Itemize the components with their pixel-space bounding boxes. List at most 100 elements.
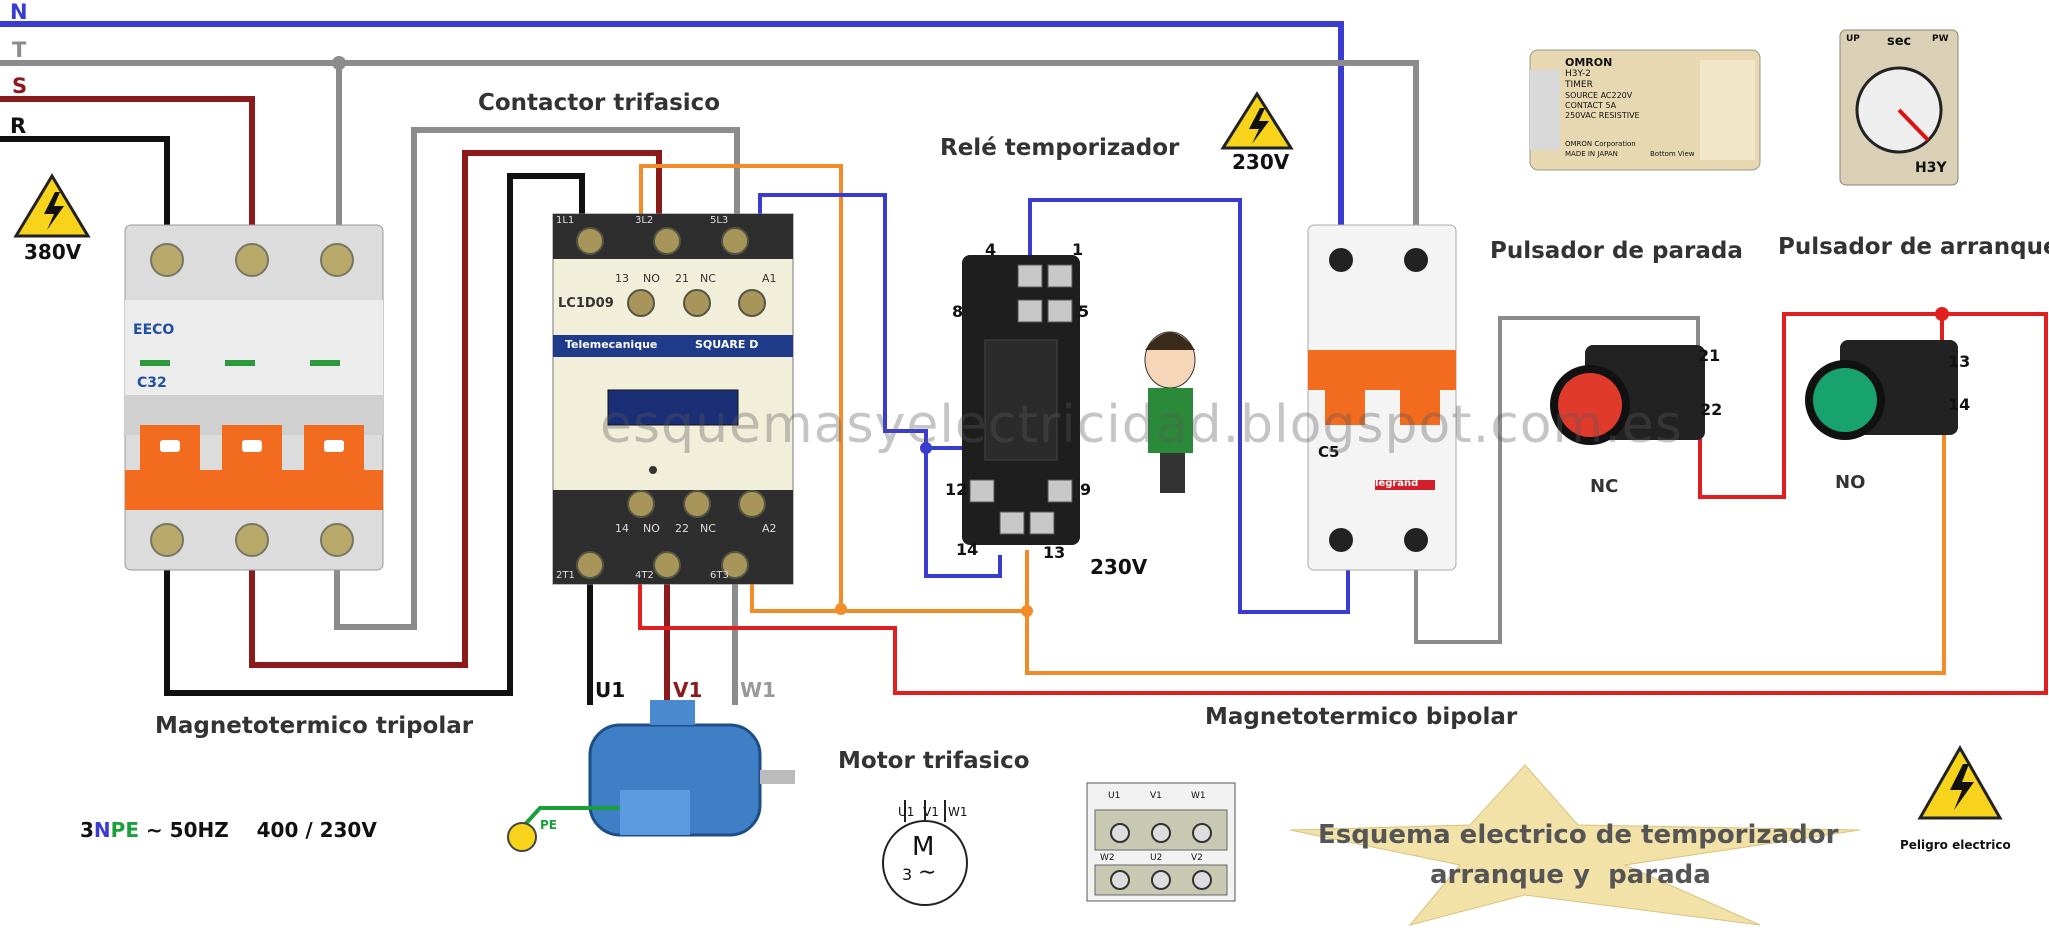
relay-pin-14: 14 — [956, 540, 979, 559]
supply-pe: PE — [110, 818, 139, 842]
danger-label: Peligro electrico — [1900, 838, 2011, 852]
breaker-3pole[interactable] — [124, 224, 384, 571]
relay-pin-8: 8 — [952, 302, 964, 321]
relay-socket[interactable] — [962, 255, 1080, 545]
timer-bottom-view: Bottom View — [1650, 150, 1695, 158]
contactor-model: LC1D09 — [558, 296, 614, 311]
timer-model: H3Y-2 — [1565, 69, 1591, 79]
motor-symbol-w1: W1 — [948, 805, 968, 819]
ctrl-red — [638, 312, 2048, 695]
contactor-aux-nc-bottom: NC — [700, 522, 716, 535]
breaker3-label: Magnetotermico tripolar — [155, 713, 474, 739]
character-illustration — [1144, 331, 1196, 493]
relay-pin-12: 12 — [945, 480, 968, 499]
dial-model: H3Y — [1915, 160, 1947, 176]
phase-r-line — [0, 136, 170, 228]
relay-pin-1: 1 — [1072, 240, 1084, 259]
no-label: NO — [1835, 472, 1866, 493]
watermark: esquemasyelectricidad.blogspot.com.es — [600, 395, 1683, 455]
dial-sec: sec — [1887, 34, 1912, 49]
supply-spec: 3NPE ∼ 50HZ 400 / 230V — [80, 818, 377, 842]
voltage-230-top: 230V — [1232, 150, 1290, 174]
tb-v2: V2 — [1191, 853, 1203, 863]
ctrl-red-2 — [1698, 312, 1942, 499]
timer-contact: CONTACT 5A — [1565, 101, 1617, 110]
stop-label: Pulsador de parada — [1490, 238, 1743, 264]
phase-s-line — [0, 96, 255, 228]
start-button[interactable] — [1805, 340, 1958, 440]
ctrl-orange-3 — [1025, 405, 1946, 675]
lead-u1-label: U1 — [595, 678, 626, 702]
ctrl-blue-a1 — [758, 193, 1002, 578]
stop-terminal-21: 21 — [1698, 346, 1721, 365]
tb-u1: U1 — [1108, 791, 1121, 801]
timer-source: SOURCE AC220V — [1565, 91, 1633, 100]
phase-r-label: R — [10, 114, 27, 138]
voltage-230-relay: 230V — [1090, 555, 1148, 579]
diagram-title-line2: arranque y parada — [1430, 860, 1711, 890]
warning-icon-380 — [13, 173, 91, 238]
breaker-2pole[interactable] — [1307, 224, 1457, 571]
breaker3-model: C32 — [137, 375, 167, 391]
timer-made: MADE IN JAPAN — [1565, 150, 1618, 158]
phase-s-label: S — [12, 74, 28, 98]
ctrl-gray-stop — [1414, 316, 1700, 644]
nc-label: NC — [1590, 476, 1619, 497]
timer-resistive: 250VAC RESISTIVE — [1565, 111, 1640, 120]
timer-brand: OMRON — [1565, 56, 1613, 69]
breaker2-model: C5 — [1318, 443, 1340, 461]
timer-dial — [1839, 29, 1959, 186]
tb-w1: W1 — [1191, 791, 1206, 801]
stop-button[interactable] — [1550, 345, 1705, 445]
contactor-coil-a2: A2 — [762, 522, 777, 535]
ctrl-blue-relay — [1028, 198, 1350, 614]
pe-label: PE — [540, 818, 557, 832]
supply-3: 3 — [80, 818, 94, 842]
diagram-title-line1: Esquema electrico de temporizador — [1318, 820, 1839, 850]
motor-label: Motor trifasico — [838, 748, 1030, 774]
phase-n-label: N — [10, 0, 28, 24]
start-terminal-13: 13 — [1948, 352, 1971, 371]
motor-symbol-phases: 3 — [902, 865, 913, 884]
motor-symbol-m: M — [912, 832, 935, 862]
contactor-out-6T3: 6T3 — [710, 570, 729, 581]
power-wire-black — [164, 173, 585, 696]
relay-pin-13: 13 — [1043, 543, 1066, 562]
contactor-aux-no-bottom: NO — [643, 522, 660, 535]
contactor-aux-nc-top: NC — [700, 272, 716, 285]
contactor-top-terminal-5L3: 5L3 — [710, 215, 729, 226]
dial-pw: PW — [1932, 34, 1949, 44]
phase-t-line — [0, 60, 1419, 230]
lead-v1-label: V1 — [673, 678, 703, 702]
motor — [507, 700, 795, 852]
tb-u2: U2 — [1150, 853, 1163, 863]
contactor-brand2: SQUARE D — [695, 338, 759, 351]
dial-up: UP — [1846, 34, 1860, 44]
contactor-brand: Telemecanique — [565, 338, 658, 351]
timer-module — [1529, 49, 1761, 171]
contactor-aux-13: 13 — [615, 272, 629, 285]
power-wire-gray — [334, 127, 740, 630]
breaker2-brand: legrand — [1375, 478, 1419, 489]
contactor-out-2T1: 2T1 — [556, 570, 575, 581]
tb-v1: V1 — [1150, 791, 1162, 801]
stop-terminal-22: 22 — [1700, 400, 1723, 419]
contactor[interactable] — [552, 213, 794, 585]
contactor-aux-no-top: NO — [643, 272, 660, 285]
contactor-top-terminal-1L1: 1L1 — [556, 215, 575, 226]
motor-symbol — [882, 800, 968, 906]
terminal-box — [1086, 782, 1236, 902]
contactor-coil-a1: A1 — [762, 272, 777, 285]
voltage-380: 380V — [24, 240, 82, 264]
timer-corp: OMRON Corporation — [1565, 140, 1636, 148]
contactor-aux-14: 14 — [615, 522, 629, 535]
contactor-top-terminal-3L2: 3L2 — [635, 215, 654, 226]
title-star — [1289, 764, 1861, 926]
contactor-label: Contactor trifasico — [478, 90, 721, 116]
neutral-line — [0, 21, 1344, 230]
lead-w1-label: W1 — [740, 678, 776, 702]
motor-symbol-u1: U1 — [898, 805, 915, 819]
breaker3-brand: EECO — [133, 322, 175, 338]
relay-pin-5: 5 — [1078, 302, 1090, 321]
